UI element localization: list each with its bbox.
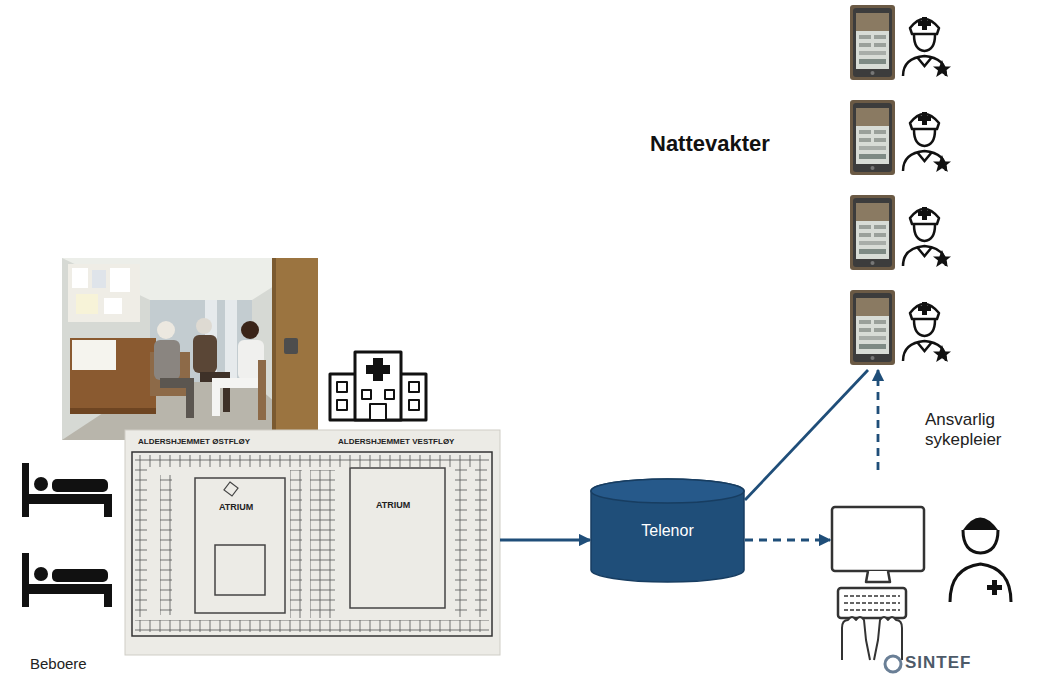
group-heading: Nattevakter <box>650 131 770 156</box>
floor-plan-node: ALDERSHJEMMET ØSTFLØY ALDERSHJEMMET VESTF… <box>125 430 500 655</box>
role-label: Ansvarlig sykepleier <box>925 410 1037 449</box>
room-label: ATRIUM <box>375 500 411 510</box>
dashed-arrow <box>745 539 830 542</box>
solid-arrow <box>745 370 868 500</box>
hospital-icon <box>330 352 426 420</box>
device-group: Nattevakter <box>848 3 956 370</box>
dashed-arrow <box>877 370 880 470</box>
database-cylinder: Telenor <box>590 478 745 583</box>
nurse-icon <box>950 518 1011 603</box>
floor-plan <box>125 430 500 655</box>
wing-label: ALDERSHJEMMET VESTFLØY <box>337 437 455 446</box>
computer-icon <box>832 507 924 660</box>
solid-arrow <box>500 539 590 542</box>
wing-label: ALDERSHJEMMET ØSTFLØY <box>137 437 251 446</box>
bed-icon <box>22 463 112 517</box>
workstation-node: Ansvarlig sykepleier <box>830 470 1035 662</box>
room-label: ATRIUM <box>218 502 254 512</box>
node-label: Telenor <box>641 522 693 540</box>
group-label: Beboere <box>30 655 87 672</box>
logo-text: SINTEF <box>905 653 971 673</box>
bed-icon <box>22 553 112 607</box>
corridor-photo <box>62 258 318 440</box>
phone-nurse-stack <box>850 5 951 365</box>
logo-mark <box>885 656 901 672</box>
